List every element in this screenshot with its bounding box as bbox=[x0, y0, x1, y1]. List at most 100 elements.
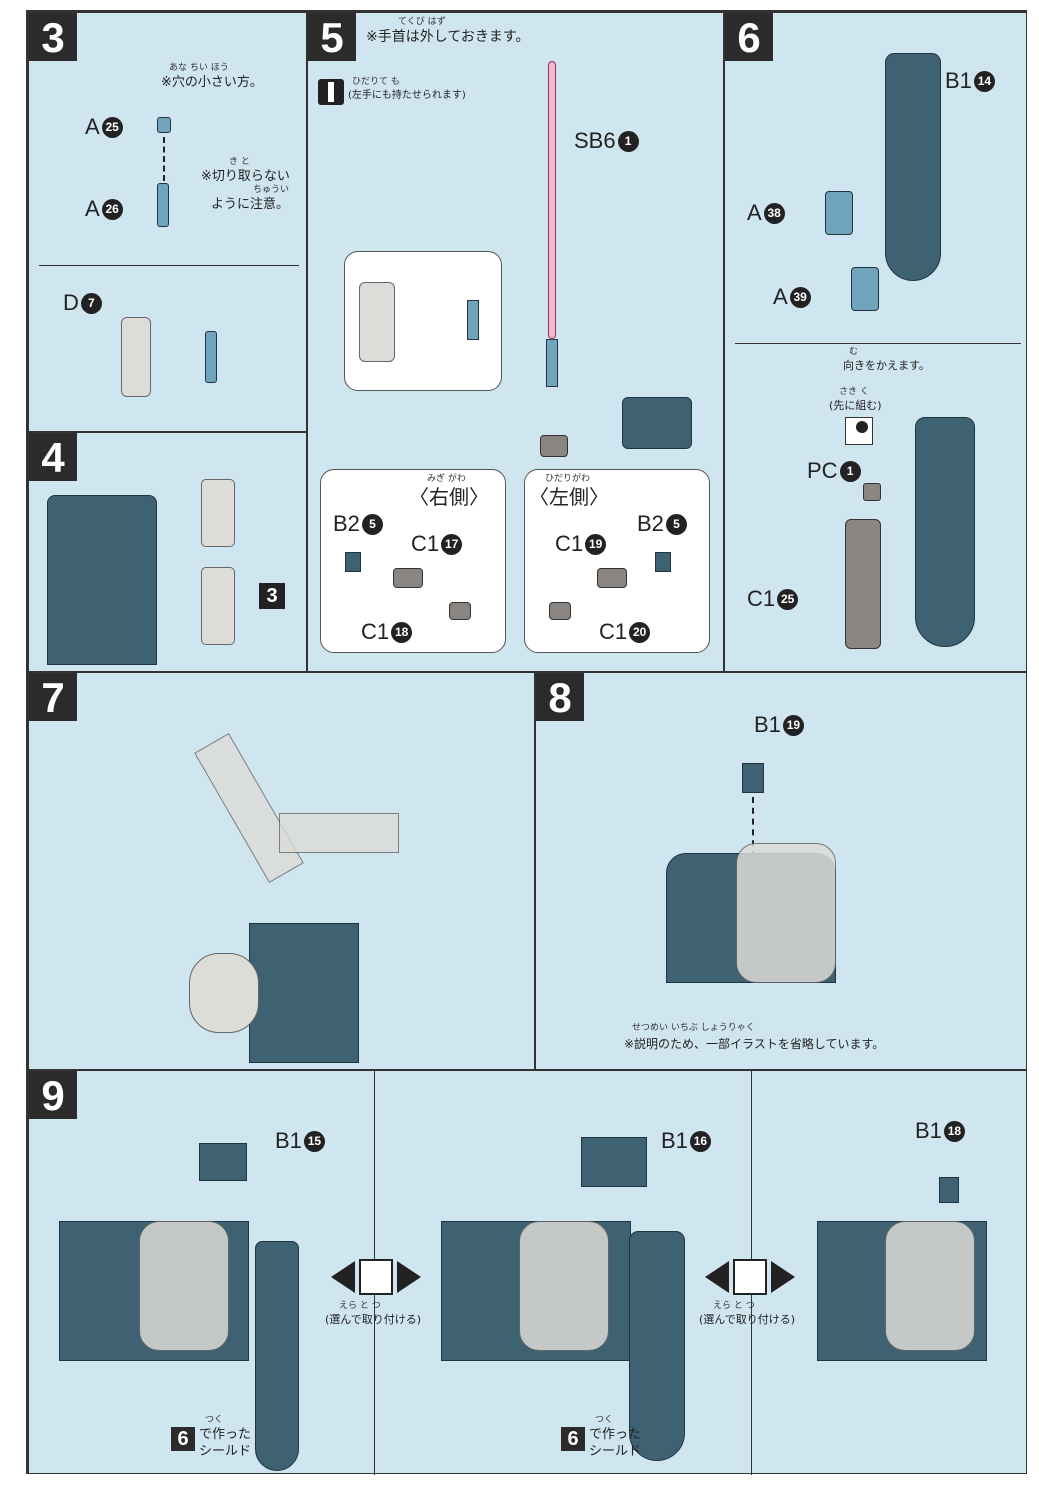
saber-hilt bbox=[546, 339, 558, 387]
step-4-panel: 4 3 bbox=[28, 432, 307, 672]
part-letter: D bbox=[63, 290, 79, 315]
part-letter: C1 bbox=[747, 586, 776, 611]
part-number: 39 bbox=[789, 286, 811, 308]
ruby: ひだりて も bbox=[352, 77, 400, 87]
part-number: 7 bbox=[80, 292, 102, 314]
shield-illustration bbox=[885, 53, 941, 281]
hand-part bbox=[540, 435, 568, 457]
ruby: さき く bbox=[839, 387, 869, 397]
part-b1-16 bbox=[581, 1137, 647, 1187]
robot-arm-illustration bbox=[47, 495, 157, 665]
note-illustration-omitted: ※説明のため、一部イラストを省略しています。 bbox=[624, 1037, 885, 1051]
part-number: 18 bbox=[943, 1120, 965, 1142]
note-no-cut: ※切り取らない bbox=[201, 169, 290, 184]
shoulder-armor bbox=[885, 1221, 975, 1351]
part-number: 1 bbox=[839, 460, 861, 482]
step-number: 5 bbox=[308, 13, 356, 61]
part-number: 15 bbox=[303, 1130, 325, 1152]
choose-one-icon bbox=[705, 1257, 795, 1297]
part-pc1 bbox=[863, 483, 881, 501]
part-letter: C1 bbox=[599, 619, 628, 644]
forearm-illustration bbox=[622, 397, 692, 449]
ruby: あな ちい ほう bbox=[169, 63, 229, 73]
note-small-hole: ※穴の小さい方。 bbox=[161, 75, 263, 90]
step-reference: 6 bbox=[171, 1427, 195, 1451]
part-number: 20 bbox=[629, 621, 651, 643]
part-letter: B2 bbox=[333, 511, 360, 536]
part-letter: B2 bbox=[637, 511, 664, 536]
part-letter: B1 bbox=[754, 712, 781, 737]
step-7-panel: 7 bbox=[28, 672, 535, 1070]
divider bbox=[39, 265, 299, 266]
ruby: えら と つ bbox=[713, 1301, 755, 1311]
ruby: えら と つ bbox=[339, 1301, 381, 1311]
beam-saber-blade bbox=[548, 61, 556, 339]
backpack-part bbox=[194, 733, 304, 883]
ruby: つく bbox=[205, 1415, 224, 1425]
step-5-panel: 5 てくび はず ※手首は外しておきます。 ひだりて も (左手にも持たせられま… bbox=[307, 12, 724, 672]
part-number: 38 bbox=[763, 202, 785, 224]
part-c1-25 bbox=[845, 519, 881, 649]
part-letter: SB6 bbox=[574, 128, 616, 153]
part-number: 25 bbox=[101, 116, 123, 138]
hand-note: (左手にも持たせられます) bbox=[348, 90, 466, 101]
part-number: 19 bbox=[585, 533, 607, 555]
step-number: 6 bbox=[725, 13, 773, 61]
part-letter: B1 bbox=[661, 1128, 688, 1153]
part-letter: A bbox=[85, 114, 100, 139]
assembly-arrow bbox=[752, 797, 754, 857]
part-number: 16 bbox=[689, 1130, 711, 1152]
part-number: 14 bbox=[973, 70, 995, 92]
part-a25 bbox=[157, 117, 171, 133]
choose-one-icon bbox=[331, 1257, 421, 1297]
part-a39 bbox=[851, 267, 879, 311]
part-a-assembled bbox=[205, 331, 217, 383]
part-c1-17 bbox=[393, 568, 423, 588]
part-number: 18 bbox=[391, 621, 413, 643]
part-c1-19 bbox=[597, 568, 627, 588]
part-number: 26 bbox=[101, 198, 123, 220]
assembly-arrow bbox=[163, 137, 165, 181]
part-number: 19 bbox=[782, 714, 804, 736]
part-letter: C1 bbox=[555, 531, 584, 556]
shield-text: で作った bbox=[199, 1427, 252, 1442]
robot-back-illustration bbox=[249, 923, 359, 1063]
step-reference: 3 bbox=[259, 583, 285, 609]
choose-note: (選んで取り付ける) bbox=[325, 1313, 422, 1326]
part-b2 bbox=[345, 552, 361, 572]
assemble-first-icon bbox=[845, 417, 873, 445]
shield-text: で作った bbox=[589, 1427, 642, 1442]
shield-inner-illustration bbox=[915, 417, 975, 647]
part-number: 5 bbox=[361, 513, 383, 535]
part-letter: B1 bbox=[275, 1128, 302, 1153]
part-letter: C1 bbox=[361, 619, 390, 644]
step-number: 9 bbox=[29, 1071, 77, 1119]
part-letter: C1 bbox=[411, 531, 440, 556]
ruby: む bbox=[849, 347, 859, 357]
part-a38 bbox=[825, 191, 853, 235]
symmetric-hand-icon bbox=[318, 79, 344, 105]
shield-text: シールド bbox=[589, 1444, 642, 1459]
ruby: せつめい いちぶ しょうりゃく bbox=[632, 1023, 755, 1033]
part-letter: B1 bbox=[945, 68, 972, 93]
shield-text: シールド bbox=[199, 1444, 252, 1459]
step-number: 3 bbox=[29, 13, 77, 61]
